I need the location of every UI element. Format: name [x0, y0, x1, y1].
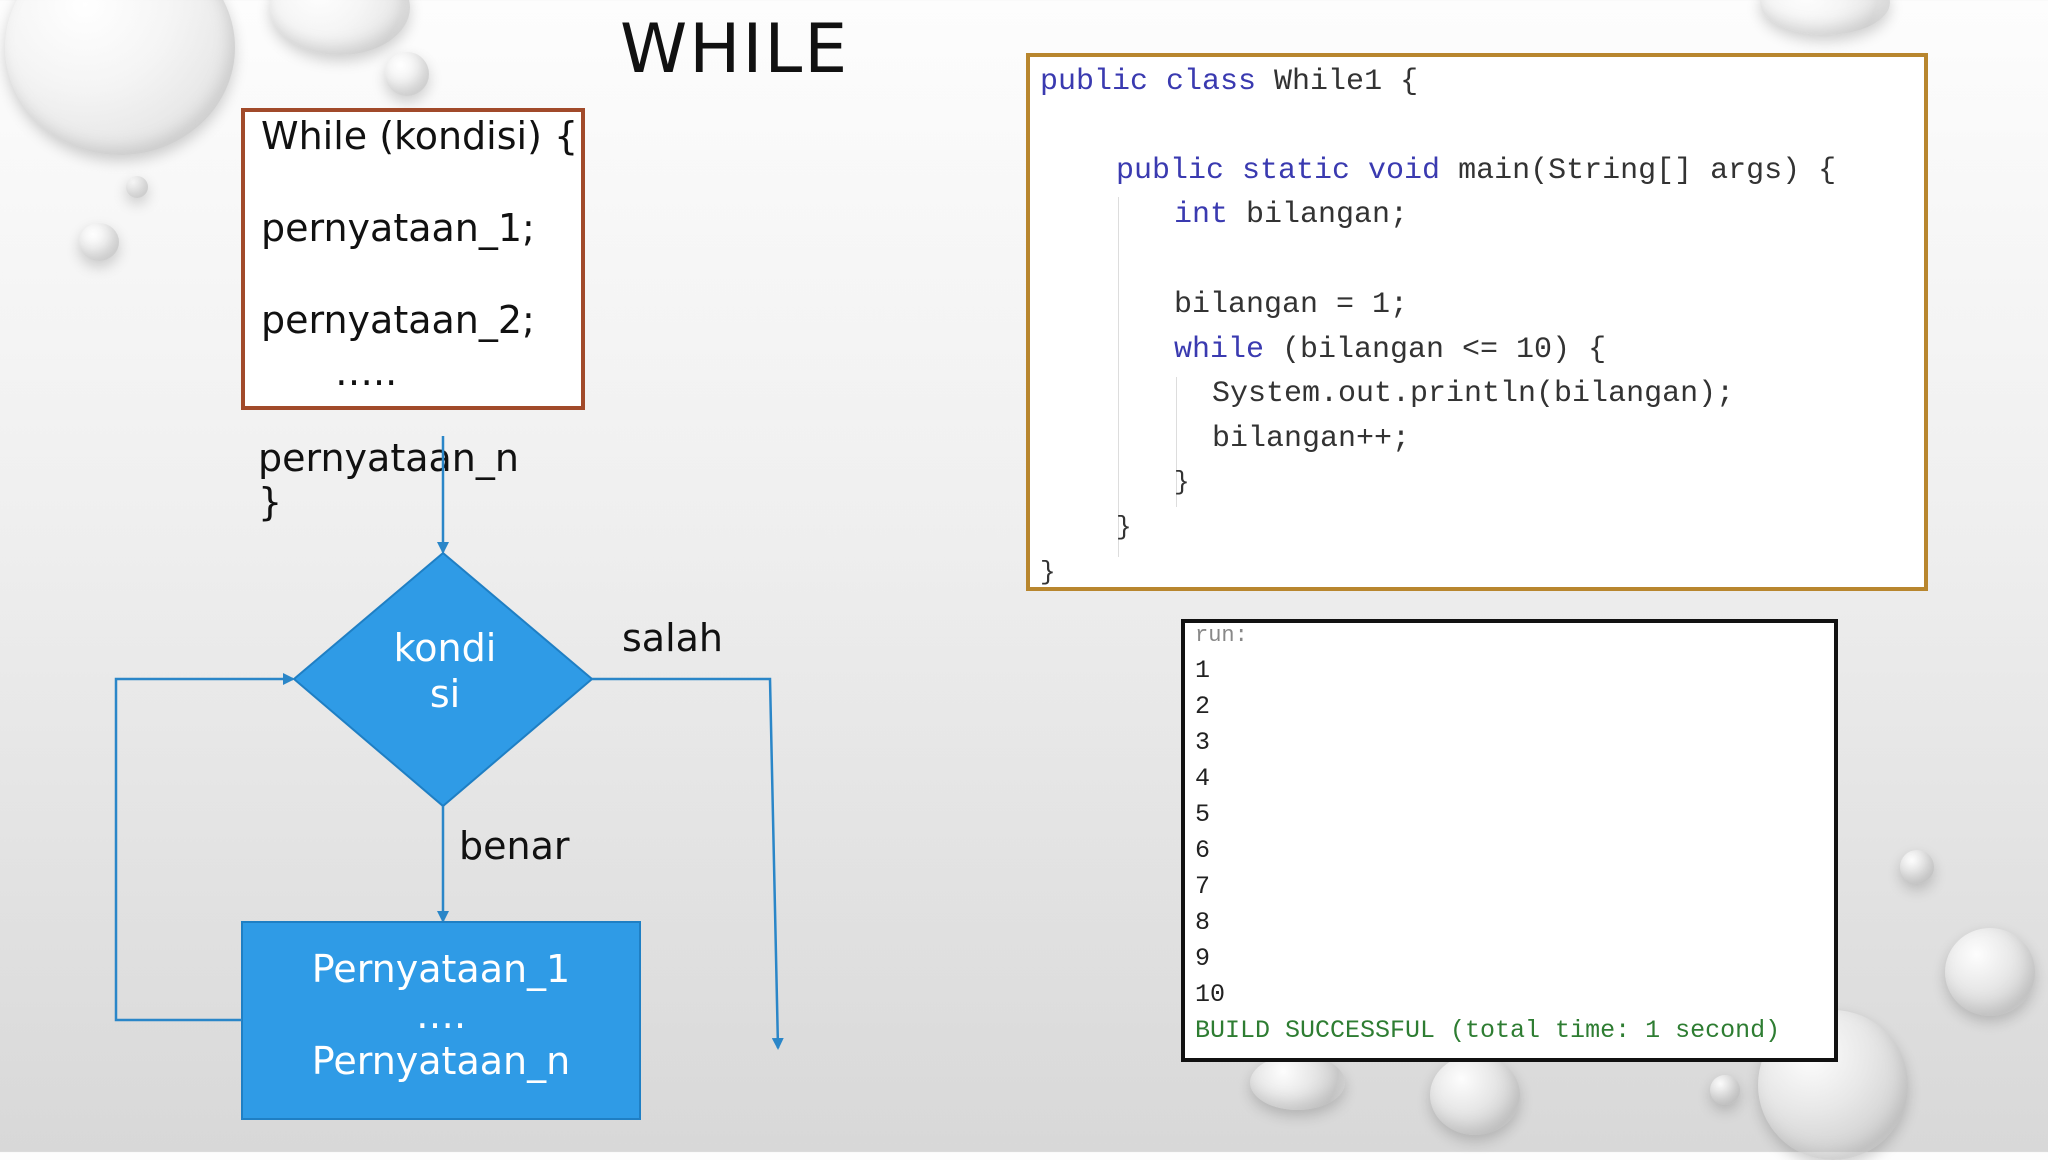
output-console: run: 1 2 3 4 5 6 7 8 9 10 BUILD SUCCESSF…: [1181, 619, 1838, 1062]
water-drop-decoration: [1945, 928, 2035, 1016]
condition-label: kondi si: [355, 625, 535, 717]
code-text: System.out.println(bilangan);: [1212, 377, 1735, 411]
output-line: 3: [1195, 728, 1211, 757]
output-line: 2: [1195, 692, 1211, 721]
output-line: 1: [1195, 656, 1211, 685]
loop-back-arrow: [114, 673, 295, 1022]
code-line: public static void main(String[] args) {: [1116, 154, 1836, 188]
code-line: int bilangan;: [1174, 198, 1408, 232]
build-status: BUILD SUCCESSFUL (total time: 1 second): [1195, 1016, 1781, 1045]
condition-label-line: kondi: [393, 626, 497, 670]
code-line: while (bilangan <= 10) {: [1174, 333, 1606, 367]
code-line: System.out.println(bilangan);: [1212, 377, 1734, 411]
code-text: (bilangan <= 10) {: [1264, 333, 1607, 367]
flowchart: [114, 436, 784, 1120]
syntax-line: pernyataan_n: [258, 436, 519, 480]
syntax-line: }: [258, 480, 283, 524]
output-line: 5: [1195, 800, 1211, 829]
false-branch-label: salah: [622, 616, 724, 660]
water-drop-decoration: [1900, 850, 1934, 884]
output-line: 9: [1195, 944, 1211, 973]
statement-box: [241, 921, 641, 1120]
statement-line: Pernyataan_n: [311, 1039, 571, 1083]
syntax-box: While (kondisi) { pernyataan_1; pernyata…: [241, 108, 585, 410]
water-drop-decoration: [1250, 1055, 1345, 1110]
syntax-line: pernyataan_2;: [261, 298, 535, 342]
indent-guide: [1176, 377, 1177, 507]
code-line: }: [1040, 557, 1056, 587]
output-header: run:: [1195, 623, 1248, 648]
code-line: bilangan = 1;: [1174, 288, 1408, 322]
output-line: 6: [1195, 836, 1211, 865]
code-text: main(String[] args) {: [1440, 154, 1837, 188]
statement-box-label: Pernyataan_1 …. Pernyataan_n: [242, 946, 640, 1084]
code-keyword: public class: [1040, 65, 1257, 99]
true-branch-label: benar: [459, 824, 570, 868]
water-drop-decoration: [385, 52, 429, 96]
output-line: 4: [1195, 764, 1211, 793]
output-line: 10: [1195, 980, 1226, 1009]
water-drop-decoration: [126, 176, 148, 198]
code-text: }: [1040, 557, 1056, 587]
water-drop-decoration: [1710, 1075, 1740, 1105]
indent-guide: [1118, 197, 1119, 557]
arrow-false-branch: [592, 677, 784, 1050]
output-line: 8: [1195, 908, 1211, 937]
code-line: public class While1 {: [1040, 65, 1418, 99]
code-text: }: [1116, 512, 1132, 542]
code-text: bilangan;: [1228, 198, 1409, 232]
statement-line: ….: [415, 993, 467, 1037]
syntax-line: pernyataan_1;: [261, 206, 535, 250]
page-title: WHILE: [620, 10, 850, 89]
code-keyword: int: [1174, 198, 1229, 232]
code-text: While1 {: [1256, 65, 1419, 99]
code-keyword: public static void: [1116, 154, 1441, 188]
water-drop-decoration: [79, 223, 119, 261]
condition-label-line: si: [429, 672, 461, 716]
water-drop-decoration: [1760, 0, 1890, 35]
water-drop-decoration: [1430, 1055, 1520, 1135]
statement-line: Pernyataan_1: [311, 947, 571, 991]
syntax-line: …..: [335, 350, 398, 394]
code-text: bilangan = 1;: [1174, 288, 1409, 322]
syntax-line: While (kondisi) {: [261, 114, 579, 158]
code-text: bilangan++;: [1212, 422, 1411, 456]
code-keyword: while: [1174, 333, 1265, 367]
code-line: }: [1174, 467, 1190, 497]
code-panel: public class While1 { public static void…: [1026, 53, 1928, 591]
code-line: }: [1116, 512, 1132, 542]
output-line: 7: [1195, 872, 1211, 901]
code-text: }: [1174, 467, 1190, 497]
code-line: bilangan++;: [1212, 422, 1410, 456]
